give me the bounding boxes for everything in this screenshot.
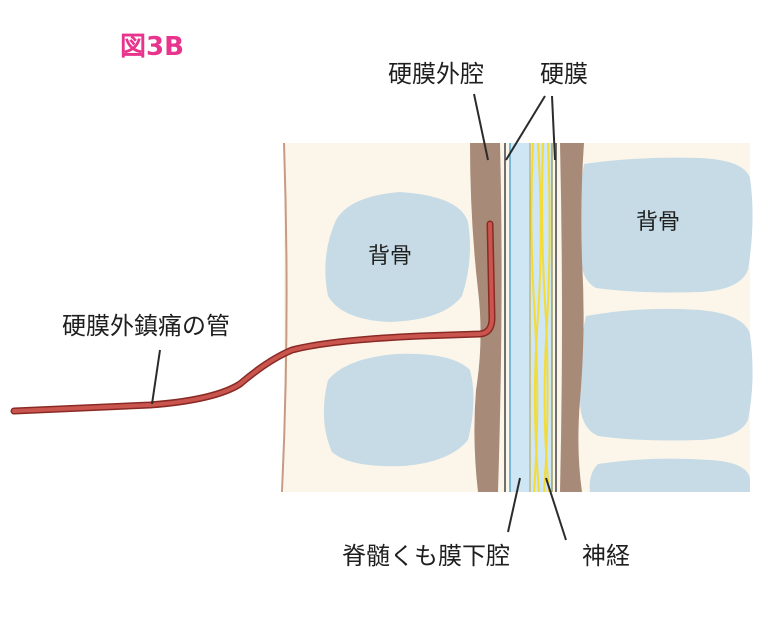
ligament-right	[560, 143, 584, 492]
bone-upper-right	[579, 157, 753, 293]
label-epidural-catheter: 硬膜外鎮痛の管	[62, 312, 230, 340]
nerve-strand	[533, 142, 542, 493]
label-epidural-space: 硬膜外腔	[388, 60, 484, 88]
bone-lower-right	[589, 458, 750, 492]
epidural-catheter	[12, 222, 494, 413]
leader-nerve	[545, 477, 567, 541]
leader-catheter	[151, 349, 161, 405]
leader-dura-left	[505, 95, 546, 161]
nerve-strand	[541, 142, 549, 493]
label-bone-left: 背骨	[368, 244, 413, 269]
leader-epidural-space	[473, 93, 489, 161]
bone-upper-left	[325, 192, 470, 322]
label-dura-mater: 硬膜	[540, 60, 588, 88]
nerve-strand	[543, 142, 551, 493]
figure-label: 図3B	[120, 32, 184, 62]
nerve-roots	[529, 142, 553, 493]
skin-line	[281, 142, 288, 493]
label-bone-right: 背骨	[636, 210, 681, 235]
bone-lower-left	[323, 353, 474, 467]
ligament-left	[470, 143, 502, 492]
leader-subarachnoid	[507, 477, 521, 533]
leader-dura-right	[551, 95, 556, 161]
label-subarachnoid-space: 脊髄くも膜下腔	[342, 542, 510, 570]
bone-middle-right	[579, 308, 753, 441]
label-nerve: 神経	[582, 542, 630, 570]
